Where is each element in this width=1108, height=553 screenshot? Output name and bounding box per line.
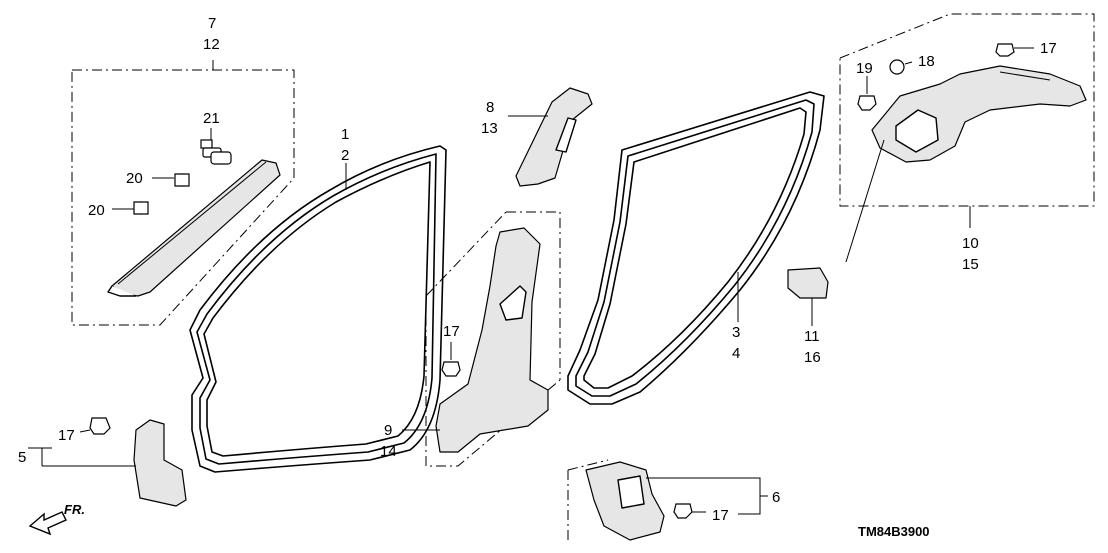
clip-17-kick[interactable] xyxy=(79,417,111,435)
kick-panel-6 xyxy=(567,459,768,541)
clip-19[interactable] xyxy=(857,76,877,111)
clip-18[interactable] xyxy=(889,59,913,75)
front-kick-panel[interactable] xyxy=(133,419,187,507)
callout-16: 16 xyxy=(804,349,821,366)
cover-cap-11-16[interactable] xyxy=(787,267,829,326)
callout-12: 12 xyxy=(203,36,220,53)
callout-8: 8 xyxy=(486,99,494,116)
callout-17-c-pillar: 17 xyxy=(1040,40,1057,57)
callout-20-lower: 20 xyxy=(88,202,105,219)
callout-15: 15 xyxy=(962,256,979,273)
clip-20-upper[interactable] xyxy=(152,173,190,187)
diagram-code: TM84B3900 xyxy=(858,524,930,539)
callout-4: 4 xyxy=(732,345,740,362)
clip-21[interactable] xyxy=(200,128,232,165)
direction-label: FR. xyxy=(64,502,85,517)
clip-17-c-pillar[interactable] xyxy=(995,43,1034,57)
callouts: 7 12 21 20 20 1 2 8 13 17 9 14 3 4 17 18… xyxy=(18,15,1057,524)
group-9-14 xyxy=(402,211,561,467)
callout-5: 5 xyxy=(18,449,26,466)
callout-17-b-pillar: 17 xyxy=(443,323,460,340)
clip-17-b-pillar[interactable] xyxy=(441,342,461,377)
callout-9: 9 xyxy=(384,422,392,439)
rear-door-seal[interactable] xyxy=(567,91,825,405)
b-pillar-lower-garnish[interactable] xyxy=(435,227,549,453)
callout-14: 14 xyxy=(380,443,397,460)
callout-1: 1 xyxy=(341,126,349,143)
callout-19: 19 xyxy=(856,60,873,77)
callout-2: 2 xyxy=(341,147,349,164)
callout-13: 13 xyxy=(481,120,498,137)
clip-17-rear-kick[interactable] xyxy=(673,503,706,519)
callout-17-rear-kick: 17 xyxy=(712,507,729,524)
b-pillar-upper-garnish[interactable] xyxy=(508,87,593,187)
front-door-seal[interactable] xyxy=(189,145,447,473)
group-7-12 xyxy=(71,60,295,326)
clip-20-lower[interactable] xyxy=(112,201,149,215)
c-pillar-garnish[interactable] xyxy=(871,65,1087,163)
group-10-15 xyxy=(839,13,1095,263)
callout-10: 10 xyxy=(962,235,979,252)
callout-17-kick: 17 xyxy=(58,427,75,444)
front-direction-arrow: FR. xyxy=(28,502,85,536)
kick-panel-5 xyxy=(28,417,187,507)
callout-6: 6 xyxy=(772,489,780,506)
callout-20-upper: 20 xyxy=(126,170,143,187)
callout-7: 7 xyxy=(208,15,216,32)
callout-11: 11 xyxy=(804,328,820,345)
callout-18: 18 xyxy=(918,53,935,70)
callout-3: 3 xyxy=(732,324,740,341)
callout-21: 21 xyxy=(203,110,220,127)
